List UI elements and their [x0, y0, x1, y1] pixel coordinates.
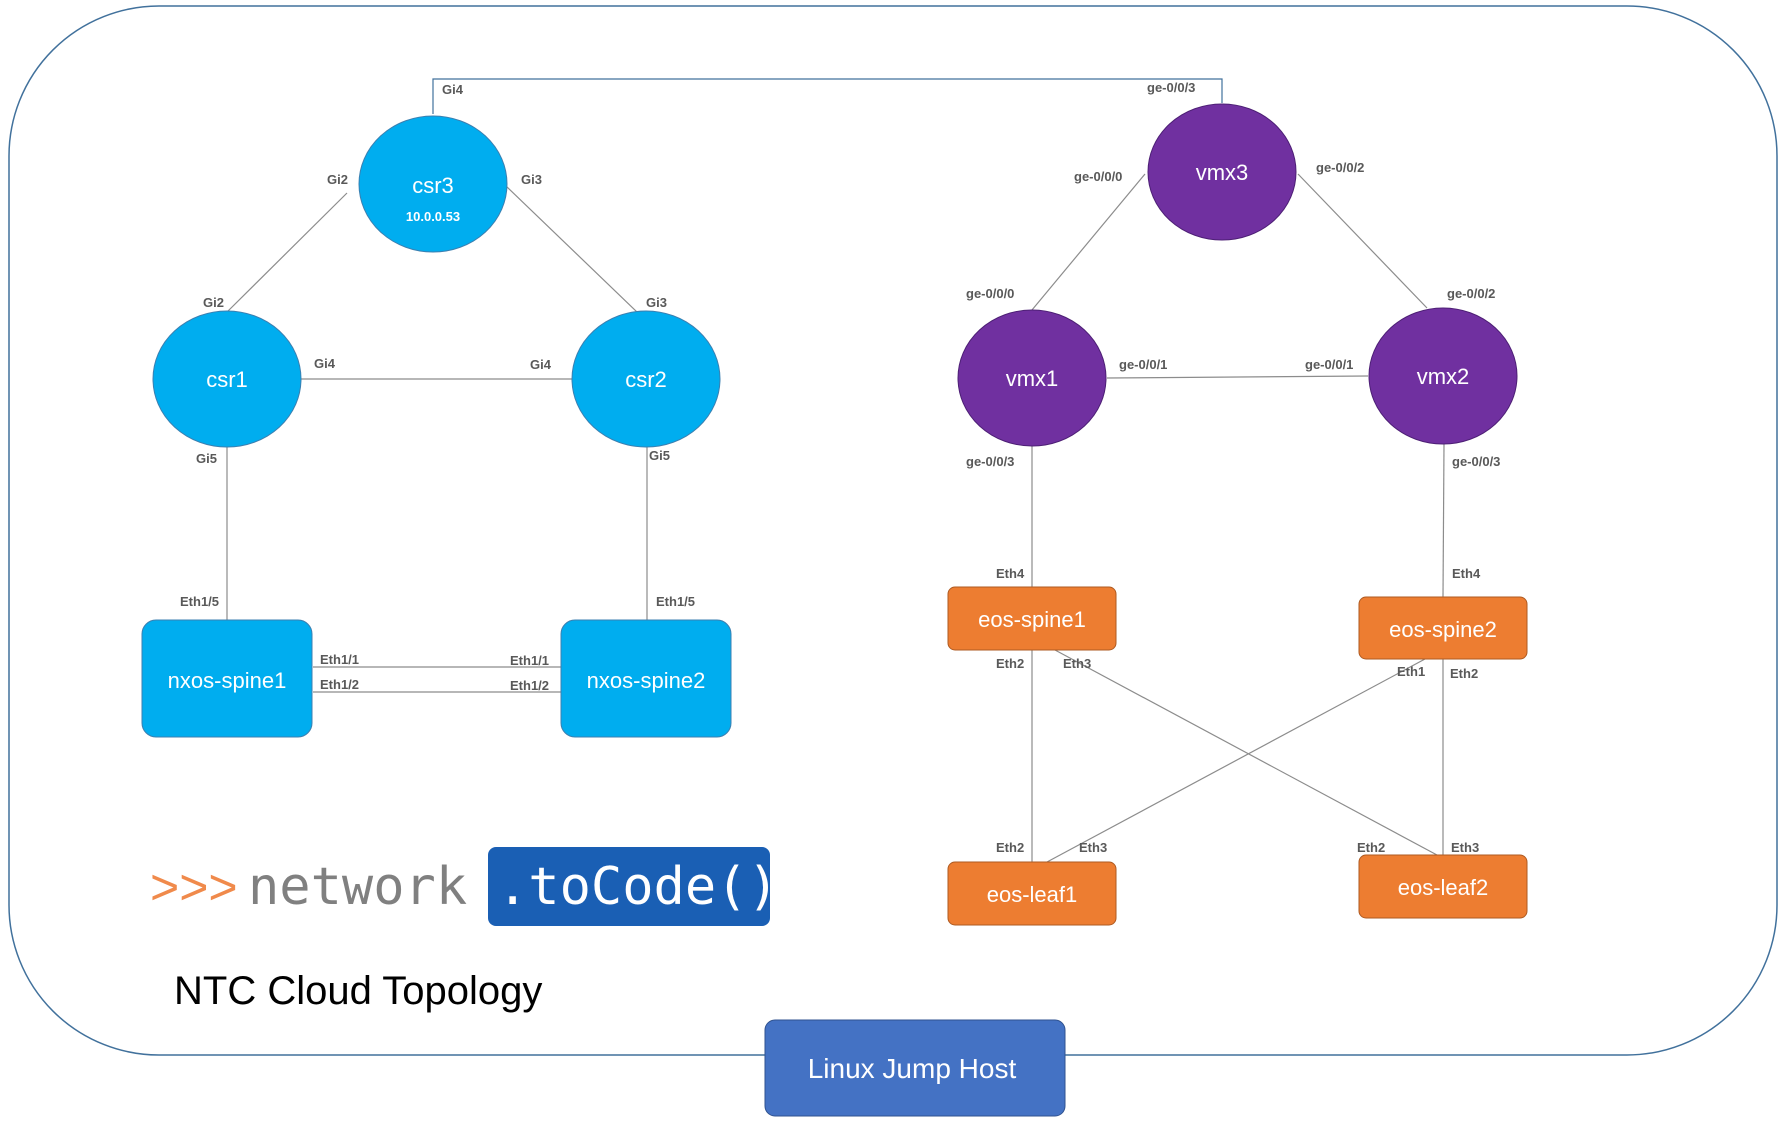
node-csr3[interactable]: csr3 10.0.0.53	[358, 115, 508, 253]
link-vmx3-vmx2	[1297, 173, 1428, 309]
node-label: csr2	[625, 367, 667, 392]
logo-chevrons: >>>	[150, 859, 238, 915]
port-label: ge-0/0/0	[966, 286, 1014, 301]
port-label: ge-0/0/1	[1305, 357, 1353, 372]
port-label: Eth3	[1451, 840, 1479, 855]
port-label: ge-0/0/3	[1147, 80, 1195, 95]
node-shape	[358, 115, 508, 253]
port-label: Eth2	[1450, 666, 1478, 681]
logo-code-word: .toCode()	[497, 857, 779, 917]
node-shape	[764, 1019, 1066, 1117]
port-label: Eth3	[1079, 840, 1107, 855]
link-csr3-csr2	[505, 185, 638, 313]
node-label: vmx2	[1417, 364, 1470, 389]
port-label: ge-0/0/2	[1447, 286, 1495, 301]
node-nxos-spine1[interactable]: nxos-spine1	[141, 619, 313, 738]
node-shape	[152, 310, 302, 448]
node-label: vmx1	[1006, 366, 1059, 391]
node-label: nxos-spine2	[587, 668, 706, 693]
port-label: Gi3	[521, 172, 542, 187]
node-shape	[1147, 103, 1297, 241]
port-label: Gi3	[646, 295, 667, 310]
page-title: NTC Cloud Topology	[174, 969, 542, 1013]
node-label: csr3	[412, 173, 454, 198]
node-eos-spine2[interactable]: eos-spine2	[1358, 596, 1528, 660]
node-label: eos-leaf1	[987, 882, 1078, 907]
port-label: Eth4	[1452, 566, 1481, 581]
node-label: eos-spine2	[1389, 617, 1497, 642]
link-csr3-vmx3	[432, 78, 1223, 114]
link-spine1-leaf2	[1054, 649, 1438, 856]
networktocode-logo: >>> network .toCode()	[150, 847, 779, 926]
node-label: csr1	[206, 367, 248, 392]
port-label: Eth1/5	[656, 594, 695, 609]
node-vmx1[interactable]: vmx1	[957, 309, 1107, 447]
port-label: Eth1/1	[320, 652, 359, 667]
port-label: Eth2	[996, 656, 1024, 671]
node-shape	[1358, 596, 1528, 660]
node-vmx3[interactable]: vmx3	[1147, 103, 1297, 241]
port-labels: Gi4 ge-0/0/3 Gi2 Gi3 Gi2 Gi3 Gi4 Gi4 Gi5…	[180, 80, 1500, 855]
linux-jump-host[interactable]: Linux Jump Host	[764, 1019, 1066, 1117]
port-label: ge-0/0/0	[1074, 169, 1122, 184]
port-label: Eth3	[1063, 656, 1091, 671]
port-label: Eth2	[996, 840, 1024, 855]
node-eos-spine1[interactable]: eos-spine1	[947, 586, 1117, 651]
port-label: Eth2	[1357, 840, 1385, 855]
port-label: Eth1/2	[510, 678, 549, 693]
port-label: ge-0/0/2	[1316, 160, 1364, 175]
port-label: Eth1/2	[320, 677, 359, 692]
node-csr1[interactable]: csr1	[152, 310, 302, 448]
node-shape	[571, 310, 721, 448]
logo-code-box	[488, 847, 770, 926]
node-label: eos-leaf2	[1398, 875, 1489, 900]
logo-network-word: network	[248, 857, 467, 917]
node-shape	[1358, 854, 1528, 919]
node-shape	[947, 586, 1117, 651]
port-label: ge-0/0/3	[966, 454, 1014, 469]
node-shape	[947, 861, 1117, 926]
link-spine2-leaf1	[1046, 658, 1426, 863]
link-vmx2-spine2	[1442, 443, 1445, 598]
port-label: Gi5	[649, 448, 670, 463]
link-vmx1-vmx2	[1106, 375, 1369, 379]
node-nxos-spine2[interactable]: nxos-spine2	[560, 619, 732, 738]
node-csr2[interactable]: csr2	[571, 310, 721, 448]
link-csr3-csr1	[224, 192, 348, 315]
port-label: Gi2	[203, 295, 224, 310]
port-label: ge-0/0/3	[1452, 454, 1500, 469]
node-ip: 10.0.0.53	[406, 209, 460, 224]
link-vmx3-vmx1	[1021, 173, 1146, 323]
node-label: vmx3	[1196, 160, 1249, 185]
port-label: Eth1/1	[510, 653, 549, 668]
node-shape	[957, 309, 1107, 447]
node-label: nxos-spine1	[168, 668, 287, 693]
node-label: eos-spine1	[978, 607, 1086, 632]
node-eos-leaf1[interactable]: eos-leaf1	[947, 861, 1117, 926]
port-label: Gi4	[314, 356, 336, 371]
port-label: Gi5	[196, 451, 217, 466]
port-label: ge-0/0/1	[1119, 357, 1167, 372]
node-shape	[141, 619, 313, 738]
links	[224, 78, 1445, 863]
node-eos-leaf2[interactable]: eos-leaf2	[1358, 854, 1528, 919]
port-label: Gi2	[327, 172, 348, 187]
port-label: Gi4	[530, 357, 552, 372]
port-label: Gi4	[442, 82, 464, 97]
node-shape	[1368, 307, 1518, 445]
port-label: Eth1	[1397, 664, 1425, 679]
port-label: Eth4	[996, 566, 1025, 581]
port-label: Eth1/5	[180, 594, 219, 609]
node-vmx2[interactable]: vmx2	[1368, 307, 1518, 445]
node-shape	[560, 619, 732, 738]
jump-host-label: Linux Jump Host	[808, 1053, 1017, 1084]
